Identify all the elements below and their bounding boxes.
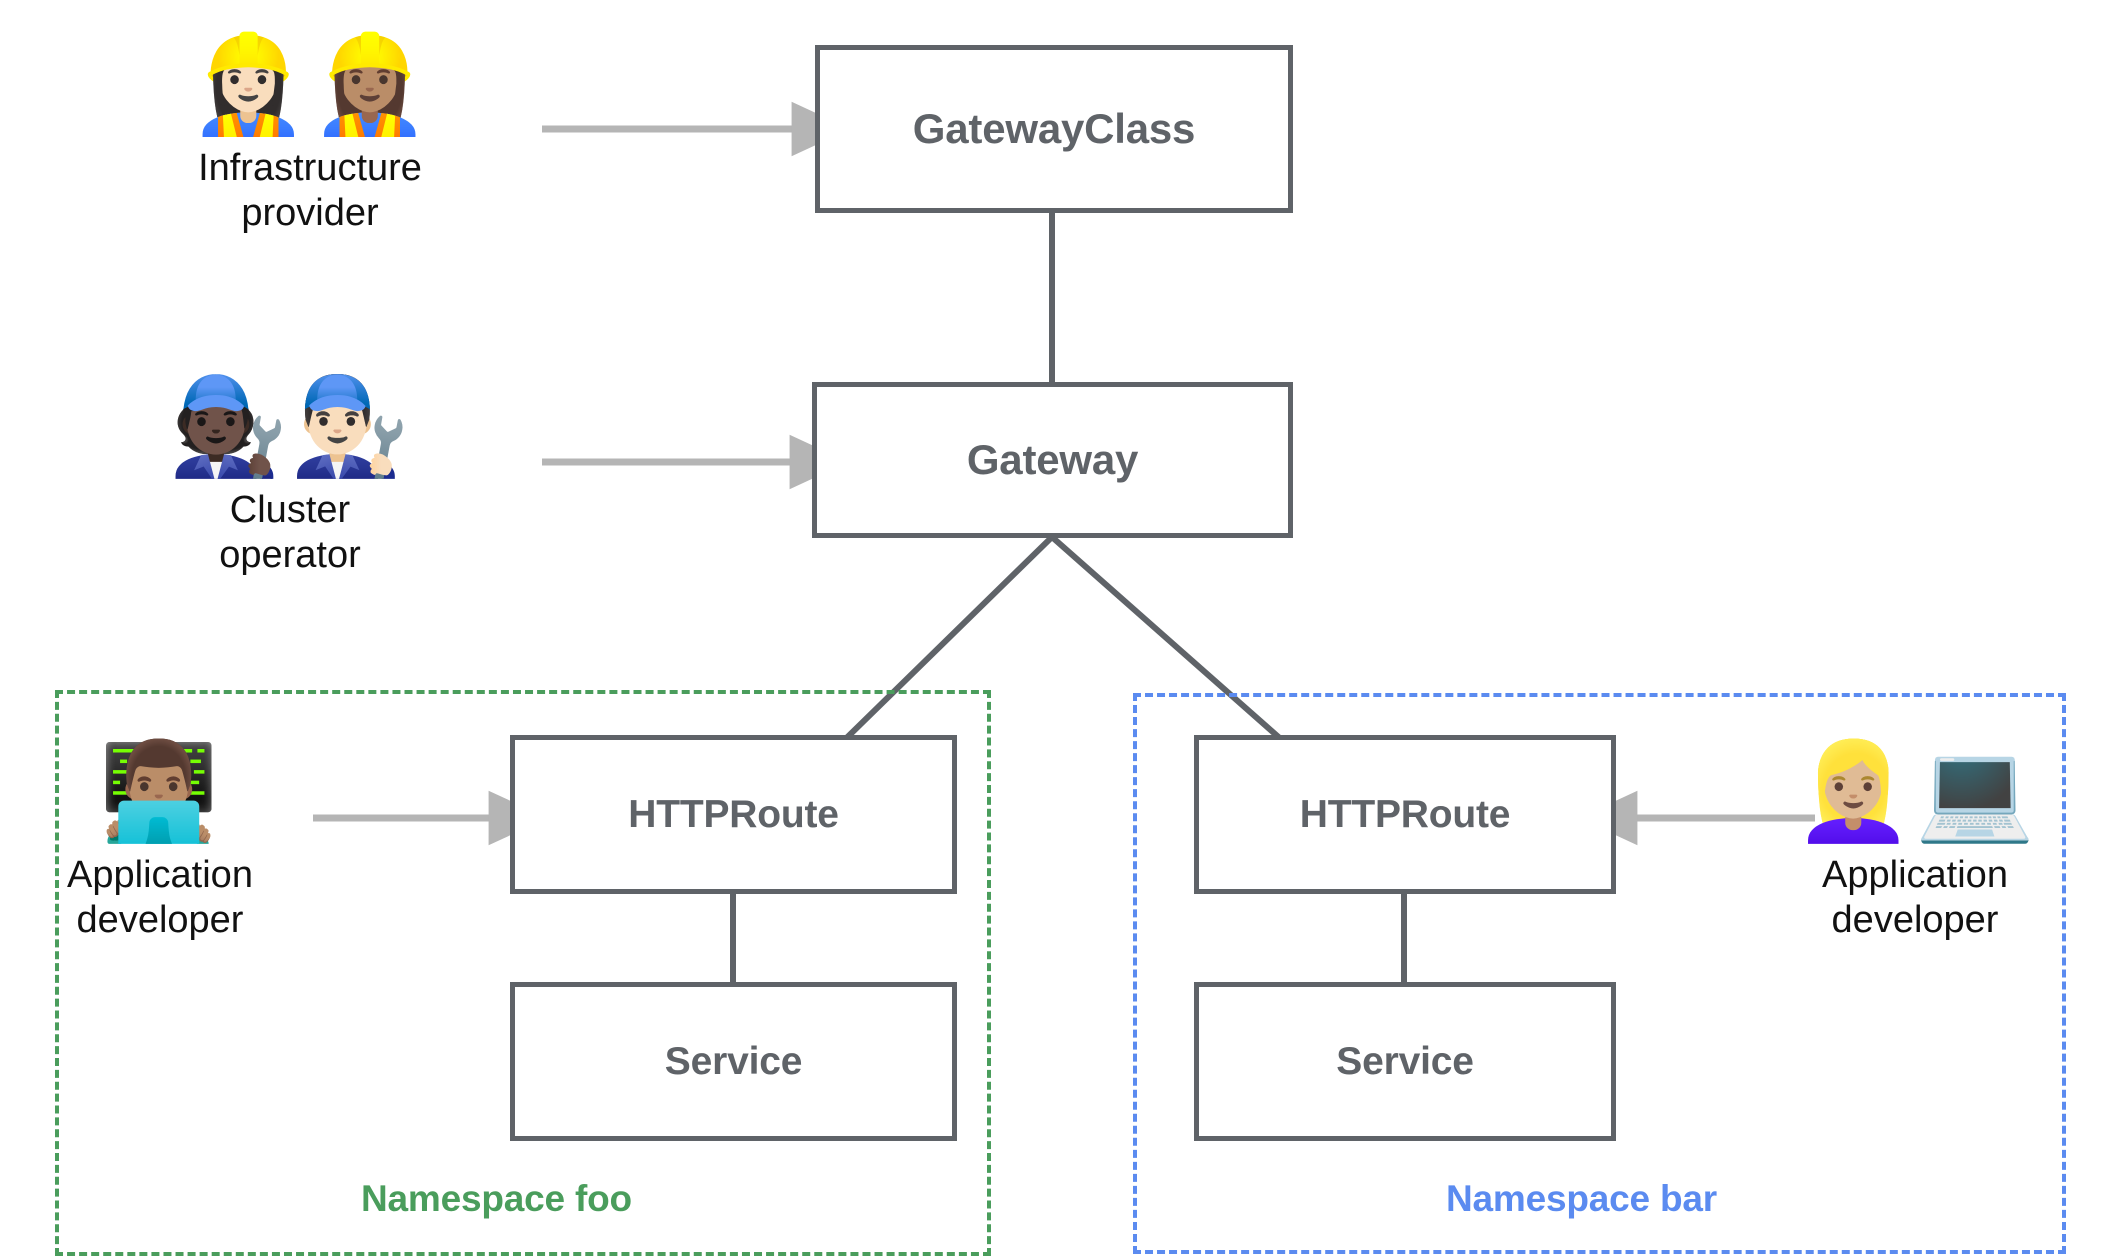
construction-worker-women-emoji: 👷🏻‍♀️👷🏽‍♀️ bbox=[188, 31, 432, 138]
woman-technologist-emoji: 👱🏼‍♀️💻 bbox=[1793, 738, 2037, 845]
persona-cluster-operator-label: Cluster operator bbox=[219, 488, 361, 577]
httproute-foo-node[interactable]: HTTPRoute bbox=[510, 735, 957, 894]
service-bar-label: Service bbox=[1336, 1039, 1474, 1083]
gatewayclass-label: GatewayClass bbox=[912, 105, 1196, 152]
service-foo-node[interactable]: Service bbox=[510, 982, 957, 1141]
service-foo-label: Service bbox=[664, 1039, 803, 1083]
namespace-bar-label: Namespace bar bbox=[1440, 1178, 1723, 1220]
persona-application-developer-bar-label: Application developer bbox=[1822, 853, 2008, 942]
persona-application-developer-foo-label: Application developer bbox=[67, 853, 253, 942]
persona-infrastructure-provider-label: Infrastructure provider bbox=[198, 146, 422, 235]
persona-application-developer-bar: 👱🏼‍♀️💻 Application developer bbox=[1750, 738, 2080, 944]
gateway-node[interactable]: Gateway bbox=[812, 382, 1293, 538]
gatewayclass-node[interactable]: GatewayClass bbox=[815, 45, 1293, 213]
mechanic-people-emoji: 🧑🏿‍🔧👨🏻‍🔧 bbox=[168, 373, 412, 480]
httproute-bar-label: HTTPRoute bbox=[1299, 792, 1511, 836]
namespace-bar-boundary bbox=[1133, 693, 2066, 1254]
persona-cluster-operator: 🧑🏿‍🔧👨🏻‍🔧 Cluster operator bbox=[125, 373, 455, 579]
namespace-foo-label: Namespace foo bbox=[355, 1178, 638, 1220]
persona-application-developer-foo: 👨🏽‍💻 Application developer bbox=[0, 738, 325, 944]
gateway-label: Gateway bbox=[966, 436, 1139, 483]
httproute-foo-label: HTTPRoute bbox=[628, 792, 839, 836]
httproute-bar-node[interactable]: HTTPRoute bbox=[1194, 735, 1616, 894]
persona-infrastructure-provider: 👷🏻‍♀️👷🏽‍♀️ Infrastructure provider bbox=[145, 31, 475, 237]
namespace-foo-boundary bbox=[55, 690, 991, 1256]
service-bar-node[interactable]: Service bbox=[1194, 982, 1616, 1141]
man-technologist-emoji: 👨🏽‍💻 bbox=[99, 738, 221, 845]
